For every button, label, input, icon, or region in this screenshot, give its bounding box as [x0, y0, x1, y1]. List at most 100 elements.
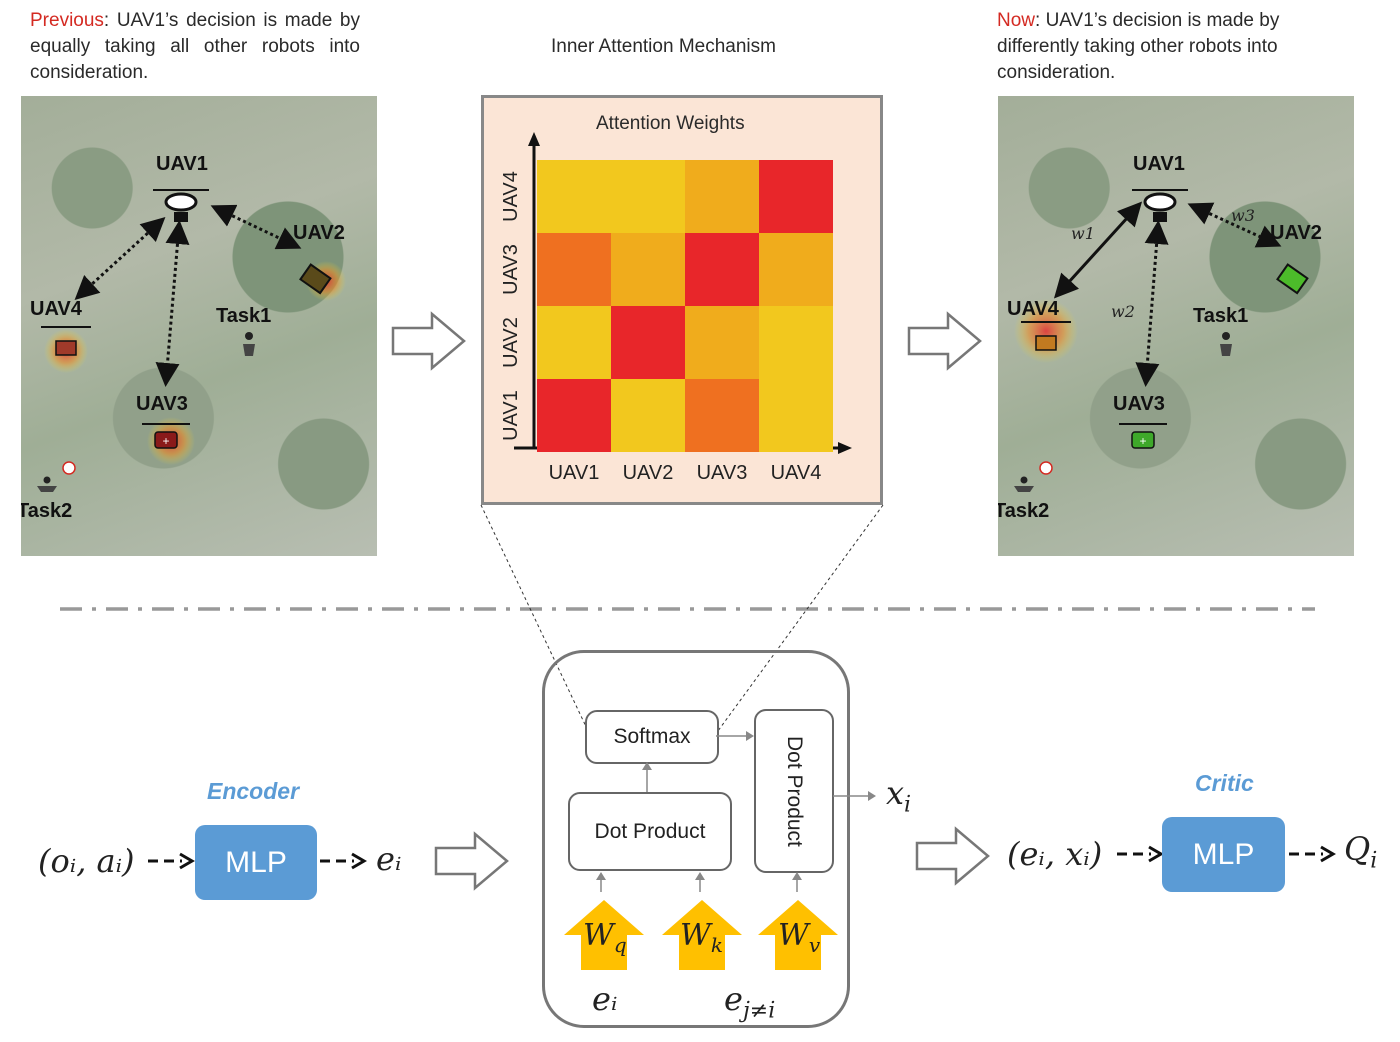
- heatmap-cell-uav1-uav2: [611, 379, 685, 452]
- previous-text: : UAV1’s decision is made by equally tak…: [30, 10, 360, 83]
- left-caption: Previous: UAV1’s decision is made by equ…: [30, 8, 360, 86]
- x-axis-arrow-icon: [838, 442, 852, 454]
- y-tick-label: UAV4: [500, 171, 522, 222]
- center-title: Inner Attention Mechanism: [551, 36, 776, 57]
- arrow-input-to-mlp: [148, 852, 195, 870]
- y-tick-label: UAV2: [500, 317, 522, 368]
- softmax-box: Softmax: [585, 710, 719, 764]
- uav1-label: UAV1: [156, 153, 208, 175]
- previous-keyword: Previous: [30, 10, 104, 31]
- heatmap-cell-uav1-uav3: [685, 379, 759, 452]
- svg-text:+: +: [1139, 434, 1146, 448]
- left-map-overlay: +: [37, 189, 346, 492]
- x-tick-label: UAV2: [623, 462, 674, 484]
- encoder-output-e: eᵢ: [376, 840, 402, 878]
- weight-wq: Wq: [583, 918, 627, 957]
- y-axis-arrow-icon: [528, 132, 540, 146]
- heatmap-cell-uav2-uav4: [759, 306, 833, 379]
- dot-product-2-label: Dot Product: [783, 735, 806, 847]
- drone-icon-uav1: [1132, 189, 1188, 222]
- heatmap-title: Attention Weights: [596, 113, 745, 134]
- link-uav1-uav3: [155, 220, 190, 387]
- weight-wv: Wv: [778, 918, 821, 957]
- person-icon-task2: [37, 461, 76, 492]
- arrow-icon-wq: [564, 900, 644, 970]
- link-uav1-uav4: [74, 216, 166, 301]
- hollow-arrow-icon-right: [907, 311, 982, 371]
- person-icon-task1: [1220, 332, 1232, 356]
- heatmap-cell-uav1-uav1: [537, 379, 611, 452]
- module-input-ej: ej≠i: [724, 980, 776, 1024]
- input-oa: (oᵢ, aᵢ): [38, 842, 135, 880]
- arrow-icon-wk: [662, 900, 742, 970]
- heatmap-cell-uav2-uav1: [537, 306, 611, 379]
- heatmap-cell-uav4-uav1: [537, 160, 611, 233]
- heatmap-cell-uav3-uav4: [759, 233, 833, 306]
- y-tick-label: UAV1: [500, 390, 522, 441]
- heatmap-cell-uav2-uav2: [611, 306, 685, 379]
- uav4-label: UAV4: [1007, 298, 1059, 320]
- drone-icon-uav1: [153, 189, 209, 222]
- arrow-critic-output: [1289, 845, 1336, 863]
- task2-label: Task2: [998, 500, 1050, 522]
- attention-output-x: xi: [886, 774, 912, 818]
- right-caption: Now: UAV1’s decision is made by differen…: [997, 8, 1327, 86]
- svg-text:+: +: [162, 434, 169, 448]
- weight-w3-label: w3: [1231, 206, 1255, 225]
- drone-icon-uav3: +: [1119, 423, 1167, 449]
- heatmap-cell-uav1-uav4: [759, 379, 833, 452]
- attention-module: [542, 650, 850, 1028]
- link-uav1-uav2: [210, 204, 302, 250]
- uav3-label: UAV3: [136, 393, 188, 415]
- right-map-overlay: +: [1014, 189, 1309, 492]
- x-tick-label: UAV3: [697, 462, 748, 484]
- drone-icon-uav4: [1021, 321, 1071, 351]
- link-uav1-uav3: [1135, 220, 1169, 387]
- heatmap-cell-uav2-uav3: [685, 306, 759, 379]
- module-arrows: [596, 731, 876, 892]
- encoder-label: Encoder: [207, 778, 300, 804]
- uav2-label: UAV2: [1270, 222, 1322, 244]
- uav3-label: UAV3: [1113, 393, 1165, 415]
- person-icon-task1: [243, 332, 255, 356]
- encoder-mlp-box: MLP: [195, 825, 317, 900]
- arrow-mlp-to-e: [320, 852, 367, 870]
- uav2-label: UAV2: [293, 222, 345, 244]
- left-aerial-map: + UAV1 UAV2 UAV4 Task1 UAV3 Task2: [21, 96, 377, 556]
- link-uav1-uav4: [1053, 201, 1143, 299]
- heatmap-cell-uav3-uav2: [611, 233, 685, 306]
- heatmap-cell-uav4-uav3: [685, 160, 759, 233]
- uav4-label: UAV4: [30, 298, 82, 320]
- dot-product-box-2: Dot Product: [754, 709, 834, 873]
- weight-w1-label: w1: [1071, 224, 1095, 243]
- now-text: : UAV1’s decision is made by differently…: [997, 10, 1280, 83]
- now-keyword: Now: [997, 10, 1036, 31]
- task1-label: Task1: [216, 305, 272, 327]
- critic-mlp-box: MLP: [1162, 817, 1285, 892]
- x-tick-label: UAV1: [549, 462, 600, 484]
- hollow-arrow-icon-bottom-left: [434, 831, 509, 891]
- right-aerial-map: + UAV1 UAV2 UAV4 Task1 UAV3 Task2 w1 w2 …: [998, 96, 1354, 556]
- uav1-label: UAV1: [1133, 153, 1185, 175]
- drone-icon-uav2: [1276, 263, 1309, 295]
- drone-icon-uav2: [299, 263, 332, 295]
- hollow-arrow-icon-bottom-right: [915, 826, 990, 886]
- task2-label: Task2: [21, 500, 73, 522]
- weight-wk: Wk: [680, 918, 723, 957]
- critic-input: (eᵢ, xᵢ): [1007, 835, 1103, 873]
- glow-uav4-strong: [1014, 299, 1078, 363]
- person-icon-task2: [1014, 461, 1053, 492]
- module-input-ei: eᵢ: [592, 980, 618, 1018]
- dot-product-box-1: Dot Product: [568, 792, 732, 871]
- heatmap-cell-uav3-uav1: [537, 233, 611, 306]
- arrow-icon-wv: [758, 900, 838, 970]
- task1-label: Task1: [1193, 305, 1249, 327]
- critic-output-q: Qi: [1344, 830, 1378, 874]
- critic-label: Critic: [1195, 770, 1254, 796]
- section-separator: [60, 607, 1315, 611]
- drone-icon-uav4: [41, 326, 91, 356]
- weight-w2-label: w2: [1111, 302, 1135, 321]
